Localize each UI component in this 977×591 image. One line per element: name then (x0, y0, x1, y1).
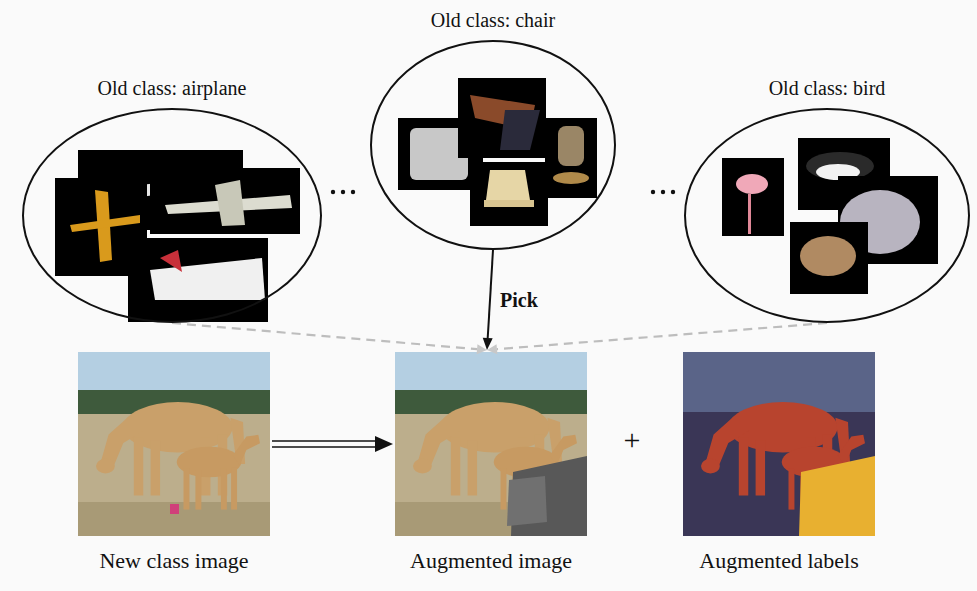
connector (172, 323, 487, 354)
class-title: Old class: chair (431, 9, 555, 32)
edge-label: Pick (498, 289, 540, 312)
image-caption: New class image (99, 548, 248, 574)
connector (272, 436, 393, 452)
image-caption: Augmented labels (699, 548, 858, 574)
augmented-photo (395, 352, 587, 536)
bird-images (722, 138, 938, 294)
plus-sign: + (624, 423, 641, 457)
label-mask (683, 352, 875, 536)
image-panel: Augmented image (395, 352, 587, 536)
class-title: Old class: airplane (98, 77, 247, 100)
connector (483, 250, 493, 350)
connector (487, 323, 827, 354)
horse-photo (78, 352, 270, 536)
class-ellipse: Old class: airplane (22, 108, 322, 323)
airplane-images (55, 150, 300, 322)
image-panel: New class image (78, 352, 270, 536)
chair-images (398, 78, 597, 226)
class-ellipse: Old class: chair (370, 40, 616, 250)
image-panel: Augmented labels (683, 352, 875, 536)
image-caption: Augmented image (410, 548, 572, 574)
ellipse-outline (684, 108, 970, 323)
class-ellipse: Old class: bird (684, 108, 970, 323)
ellipse-outline (22, 108, 322, 323)
class-title: Old class: bird (769, 77, 886, 100)
ellipse-outline (370, 40, 616, 250)
